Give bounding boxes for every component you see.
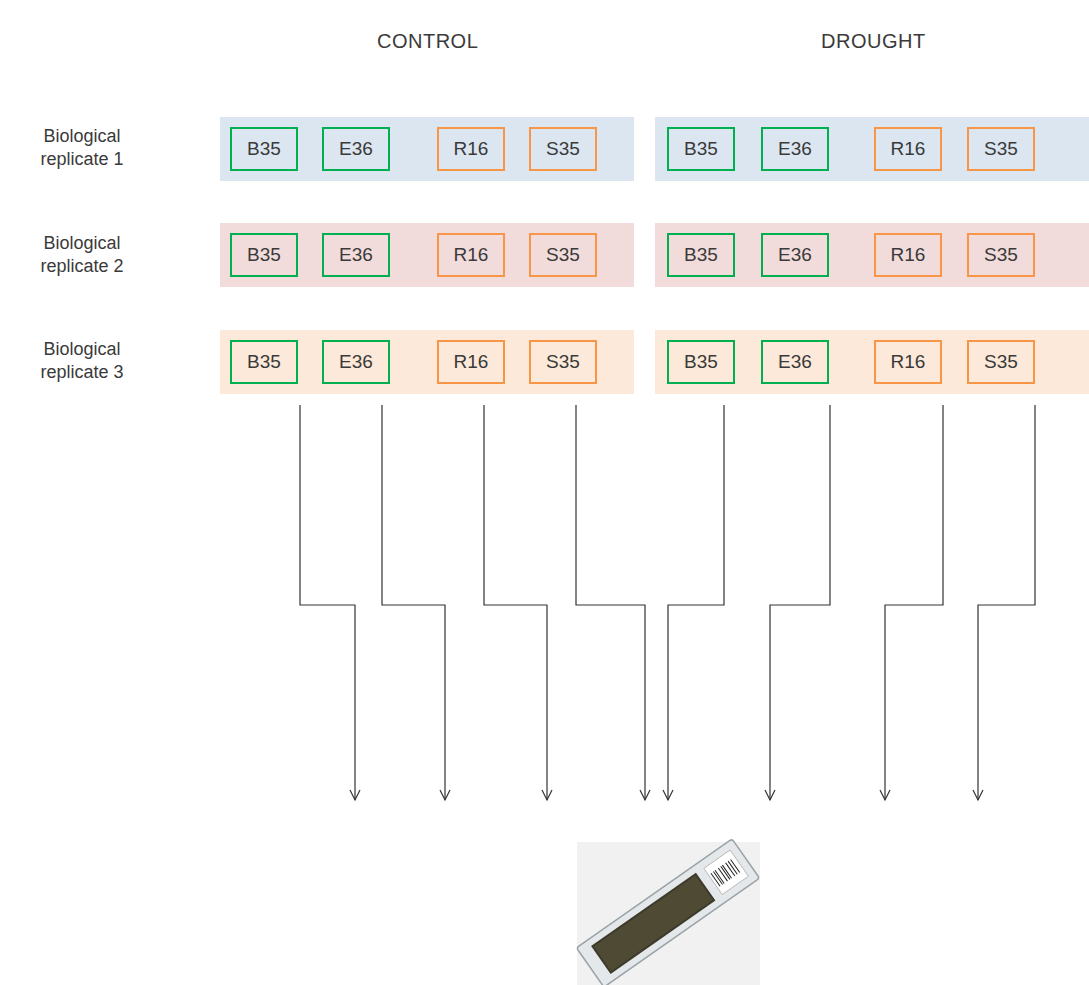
- sample-code: E36: [339, 138, 373, 160]
- sample-code: E36: [339, 244, 373, 266]
- sample-code: S35: [984, 244, 1018, 266]
- sample-code: R16: [891, 351, 926, 373]
- flow-line: [382, 405, 445, 800]
- flow-line: [484, 405, 547, 800]
- sample-code: S35: [984, 351, 1018, 373]
- sample-code: E36: [778, 244, 812, 266]
- sample-code: E36: [778, 138, 812, 160]
- sample-box: S35: [529, 340, 597, 384]
- sample-box: E36: [322, 127, 390, 171]
- sample-code: R16: [454, 244, 489, 266]
- flow-line: [668, 405, 724, 800]
- barcode: [711, 859, 740, 886]
- sample-code: S35: [546, 138, 580, 160]
- sample-code: R16: [891, 244, 926, 266]
- sample-code: R16: [454, 351, 489, 373]
- barcode-label: [704, 850, 749, 895]
- sample-code: S35: [546, 244, 580, 266]
- condition-heading: CONTROL: [377, 30, 478, 53]
- sample-code: S35: [984, 138, 1018, 160]
- sample-box: E36: [761, 233, 829, 277]
- sample-code: B35: [247, 138, 281, 160]
- flow-line: [885, 405, 943, 800]
- sample-box: R16: [437, 233, 505, 277]
- microarray-slide: [576, 839, 760, 985]
- replicate-band: [220, 117, 634, 181]
- replicate-band: [655, 117, 1089, 181]
- glass-slide: [576, 839, 759, 985]
- flow-line: [770, 405, 830, 800]
- sample-box: R16: [437, 127, 505, 171]
- sample-box: B35: [230, 127, 298, 171]
- sample-code: B35: [684, 244, 718, 266]
- sample-code: R16: [454, 138, 489, 160]
- sample-code: R16: [891, 138, 926, 160]
- sample-box: R16: [874, 233, 942, 277]
- sample-box: R16: [437, 340, 505, 384]
- sample-box: S35: [529, 233, 597, 277]
- arrow-head: [440, 790, 450, 800]
- arrow-head: [880, 790, 890, 800]
- arrow-head: [765, 790, 775, 800]
- replicate-band: [655, 223, 1089, 287]
- sample-box: E36: [322, 233, 390, 277]
- sample-box: B35: [230, 233, 298, 277]
- sample-flow-arrows: [300, 405, 1035, 800]
- flow-line: [576, 405, 645, 800]
- arrow-head: [542, 790, 552, 800]
- sample-box: E36: [322, 340, 390, 384]
- array-area: [591, 873, 715, 974]
- sample-box: S35: [967, 233, 1035, 277]
- replicate-band: [655, 330, 1089, 394]
- sample-code: E36: [339, 351, 373, 373]
- replicate-band: [220, 330, 634, 394]
- sample-box: B35: [667, 340, 735, 384]
- arrow-head: [663, 790, 673, 800]
- flow-line: [300, 405, 355, 800]
- sample-code: B35: [247, 351, 281, 373]
- replicate-label: Biological replicate 1: [17, 125, 147, 172]
- photo-background: [577, 842, 760, 985]
- sample-box: E36: [761, 127, 829, 171]
- sample-code: B35: [247, 244, 281, 266]
- sample-code: E36: [778, 351, 812, 373]
- replicate-label: Biological replicate 2: [17, 232, 147, 279]
- sample-box: B35: [230, 340, 298, 384]
- sample-box: S35: [529, 127, 597, 171]
- flow-line: [978, 405, 1035, 800]
- sample-box: R16: [874, 127, 942, 171]
- sample-box: B35: [667, 127, 735, 171]
- sample-box: E36: [761, 340, 829, 384]
- sample-box: S35: [967, 127, 1035, 171]
- array-spots: [594, 875, 713, 971]
- sample-code: B35: [684, 138, 718, 160]
- replicate-band: [220, 223, 634, 287]
- sample-box: R16: [874, 340, 942, 384]
- sample-code: S35: [546, 351, 580, 373]
- arrow-head: [973, 790, 983, 800]
- arrow-head: [640, 790, 650, 800]
- sample-box: S35: [967, 340, 1035, 384]
- sample-code: B35: [684, 351, 718, 373]
- arrow-head: [350, 790, 360, 800]
- sample-box: B35: [667, 233, 735, 277]
- condition-heading: DROUGHT: [821, 30, 926, 53]
- replicate-label: Biological replicate 3: [17, 338, 147, 385]
